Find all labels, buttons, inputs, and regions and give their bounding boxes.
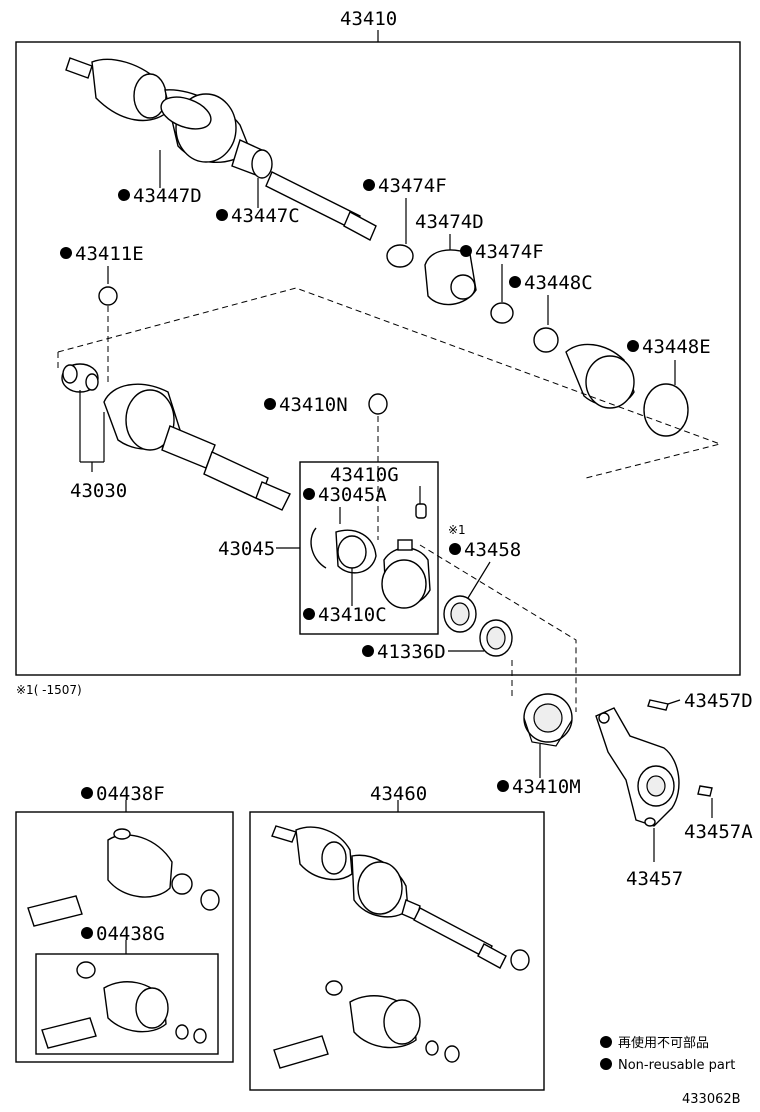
- label-tripod-joint[interactable]: 43030: [70, 480, 127, 502]
- non-reusable-marker: [216, 209, 228, 221]
- non-reusable-marker: [264, 398, 276, 410]
- label-inboard-clamp-a[interactable]: 43474F: [378, 175, 447, 197]
- label-bearing-seal-a[interactable]: 43045A: [318, 484, 387, 506]
- non-reusable-marker: [303, 608, 315, 620]
- label-snap-ring-top[interactable]: 43411E: [75, 243, 144, 265]
- label-dust-seal[interactable]: 43458: [464, 539, 521, 561]
- pin-drawing: [415, 503, 427, 519]
- label-bracket-bolt-a[interactable]: 43457A: [684, 821, 753, 843]
- bearing-m-drawing: [523, 693, 573, 747]
- non-reusable-marker: [303, 488, 315, 500]
- drive-shaft-assy-drawing: [271, 825, 530, 1069]
- inner-joint-outline: [57, 287, 722, 479]
- non-reusable-marker: [627, 340, 639, 352]
- label-drive-shaft-assy[interactable]: 43460: [370, 783, 427, 805]
- label-inboard-clamp-b[interactable]: 43474F: [475, 241, 544, 263]
- clamp-drawing: [490, 302, 514, 324]
- legend-en: Non-reusable part: [618, 1058, 735, 1073]
- boot-kit-f-frame: [15, 811, 234, 1063]
- label-main-assembly[interactable]: 43410: [340, 8, 397, 30]
- label-snap-ring-n[interactable]: 43410N: [279, 394, 348, 416]
- label-center-bearing-bracket-pin[interactable]: 43410G: [330, 464, 399, 486]
- non-reusable-marker: [497, 780, 509, 792]
- damper-drawing: [424, 249, 477, 306]
- label-inboard-clamp-c[interactable]: 43448C: [524, 272, 593, 294]
- drive-shaft-assy-frame: [249, 811, 545, 1091]
- outer-shaft-drawing: [65, 57, 377, 241]
- boot-kit-g-drawing: [41, 961, 207, 1049]
- non-reusable-marker: [363, 179, 375, 191]
- snap-ring-drawing: [98, 286, 118, 306]
- snap-ring-drawing: [368, 393, 388, 415]
- boot-kit-f-drawing: [27, 828, 220, 927]
- label-inboard-boot-band[interactable]: 43448E: [642, 336, 711, 358]
- label-boot-kit-f[interactable]: 04438F: [96, 783, 165, 805]
- non-reusable-marker: [60, 247, 72, 259]
- non-reusable-marker: [449, 543, 461, 555]
- main-assembly-frame: [15, 41, 741, 676]
- boot-kit-g-frame: [35, 953, 219, 1055]
- legend-jp: 再使用不可部品: [618, 1035, 709, 1051]
- bracket-drawing: [595, 699, 713, 827]
- non-reusable-marker: [81, 927, 93, 939]
- label-dust-seal-note: ※1: [448, 523, 466, 537]
- filled-circle-icon: [600, 1036, 612, 1048]
- non-reusable-marker: [81, 787, 93, 799]
- label-boot-clamp-set-outer[interactable]: 43447D: [133, 185, 202, 207]
- label-boot-clamp-outer[interactable]: 43447C: [231, 205, 300, 227]
- clamp-drawing: [533, 327, 559, 353]
- label-oil-seal[interactable]: 41336D: [377, 641, 446, 663]
- filled-circle-icon: [600, 1058, 612, 1070]
- figure-code: 433062B: [682, 1092, 741, 1107]
- label-bracket-bolt-d[interactable]: 43457D: [684, 690, 753, 712]
- non-reusable-marker: [509, 276, 521, 288]
- label-boot-kit-g[interactable]: 04438G: [96, 923, 165, 945]
- non-reusable-marker: [362, 645, 374, 657]
- tripod-joint-drawing: [61, 363, 291, 511]
- clamp-drawing: [386, 244, 414, 268]
- footnote: ※1( -1507): [16, 683, 82, 697]
- label-bearing-c[interactable]: 43410C: [318, 604, 387, 626]
- label-damper[interactable]: 43474D: [415, 211, 484, 233]
- non-reusable-marker: [118, 189, 130, 201]
- label-bracket[interactable]: 43457: [626, 868, 683, 890]
- label-bearing-set[interactable]: 43045: [218, 538, 275, 560]
- non-reusable-marker: [460, 245, 472, 257]
- label-bearing-m[interactable]: 43410M: [512, 776, 581, 798]
- inboard-boot-drawing: [565, 343, 689, 437]
- center-bearing-drawing: [310, 527, 431, 609]
